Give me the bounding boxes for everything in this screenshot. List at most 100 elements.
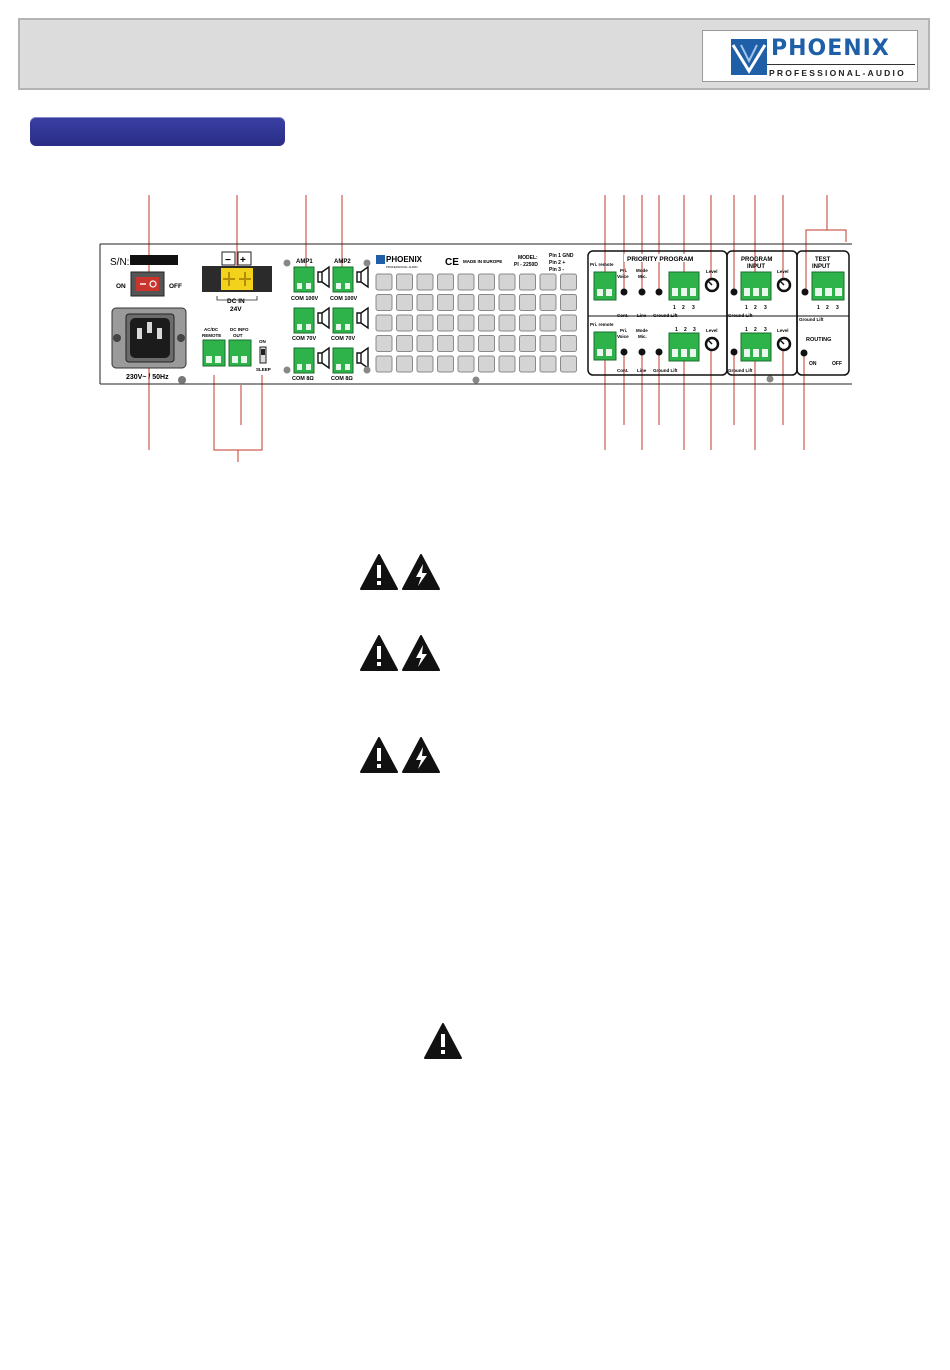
- vent-slot: [519, 294, 536, 311]
- vent-slot: [539, 314, 557, 332]
- amp1-8ohm-terminal[interactable]: [293, 347, 315, 374]
- vent-slot: [375, 314, 393, 332]
- power-off-label: OFF: [169, 283, 182, 290]
- ground-lift-label-5: Ground Lift: [799, 317, 824, 322]
- vent-slot: [457, 273, 475, 291]
- dc-in-label: DC IN: [227, 298, 245, 305]
- vent-slot: [457, 314, 475, 332]
- pin-num-b1: 1: [675, 327, 678, 333]
- vent-slot: [396, 355, 413, 373]
- vent-slot: [416, 355, 434, 373]
- sleep-switch[interactable]: [259, 346, 267, 364]
- vent-slot: [560, 273, 577, 291]
- exclamation-icon: [360, 737, 398, 773]
- vent-slot: [519, 355, 536, 373]
- vent-slot: [437, 335, 454, 352]
- power-on-label: ON: [116, 283, 126, 290]
- ground-lift-label-1: Ground Lift: [653, 313, 678, 318]
- amp1-100v-terminal[interactable]: [293, 266, 315, 293]
- vent-slot: [396, 314, 413, 332]
- priority-input-terminal-1[interactable]: [668, 271, 700, 301]
- level-knobs[interactable]: [704, 277, 792, 352]
- dc-info-out-label-1: DC INFO: [230, 327, 249, 332]
- rear-panel-diagram: S/N: ON OFF 230V~ / 50Hz − + DC IN 24V: [99, 195, 852, 462]
- vent-slot: [457, 335, 475, 352]
- vent-slot: [375, 355, 393, 373]
- vent-slot: [416, 314, 434, 332]
- pri-remote-label-2: Pri. remote: [590, 322, 614, 327]
- panel-logo: PHOENIX: [386, 255, 423, 264]
- program-input-terminal-2[interactable]: [740, 332, 772, 362]
- vent-slot: [478, 355, 495, 373]
- sleep-on-label: ON: [259, 339, 266, 344]
- lightning-icon: [402, 635, 440, 671]
- amp1-output-8ohm-label: COM 8Ω: [292, 376, 314, 382]
- warning-symbols-3: [360, 737, 440, 773]
- vent-slot: [478, 314, 495, 332]
- amp2-70v-terminal[interactable]: [332, 307, 354, 334]
- pri-remote-terminal-1[interactable]: [593, 271, 617, 301]
- mic-label-1: Mic.: [638, 274, 647, 279]
- test-input-terminal[interactable]: [811, 271, 845, 301]
- vent-slot: [498, 355, 516, 373]
- dip-buttons[interactable]: [620, 288, 809, 357]
- ground-lift-label-3: Ground Lift: [728, 313, 753, 318]
- ground-lift-label-4: Ground Lift: [728, 368, 753, 373]
- vent-slot: [539, 294, 557, 311]
- vent-slot: [560, 294, 577, 311]
- vent-slot: [396, 335, 413, 352]
- panel-logo-mark: [376, 255, 385, 264]
- phoenix-logo-icon: [731, 39, 767, 75]
- vent-slot: [416, 335, 434, 352]
- vent-slot: [560, 314, 577, 332]
- dc-in-voltage: 24V: [230, 306, 242, 313]
- vent-slot: [539, 335, 557, 352]
- brand-tagline: PROFESSIONAL-AUDIO: [769, 68, 906, 78]
- amp2-label: AMP2: [334, 259, 351, 265]
- exclamation-icon: [424, 1023, 462, 1059]
- vent-slot: [560, 335, 577, 352]
- test-input-label-2: INPUT: [812, 264, 830, 270]
- amp1-70v-terminal[interactable]: [293, 307, 315, 334]
- serial-label: S/N:: [110, 257, 129, 268]
- mic-label-2: Mic.: [638, 334, 647, 339]
- model-label: MODEL:: [518, 255, 538, 261]
- test-input-frame: [796, 250, 850, 376]
- callout-lines-top: [148, 195, 847, 290]
- dc-info-out-terminal[interactable]: [228, 339, 252, 367]
- priority-program-title: PRIORITY PROGRAM: [627, 256, 693, 263]
- ce-mark: CE: [445, 257, 459, 268]
- vent-slot: [519, 314, 536, 332]
- pri-voice-label-2b: Voice: [617, 334, 629, 339]
- exclamation-icon: [360, 554, 398, 590]
- power-switch[interactable]: [130, 271, 165, 297]
- pri-voice-label-2a: Pri.: [620, 328, 627, 333]
- lightning-icon: [402, 554, 440, 590]
- amp2-100v-terminal[interactable]: [332, 266, 354, 293]
- vent-slot: [457, 355, 475, 373]
- vent-slot: [498, 294, 516, 311]
- mains-socket[interactable]: [111, 307, 187, 369]
- mains-label: 230V~ / 50Hz: [126, 374, 169, 381]
- program-input-label-2: INPUT: [747, 264, 765, 270]
- pin-3-label: Pin 3 -: [549, 267, 564, 273]
- dc-in-terminal[interactable]: [202, 251, 272, 292]
- pin-num-e1: 1: [817, 305, 820, 311]
- pri-remote-terminal-2[interactable]: [593, 331, 617, 361]
- vent-slot: [437, 294, 454, 311]
- level-label-1: Level: [706, 269, 718, 274]
- vent-slot: [396, 294, 413, 311]
- amp2-output-70v-label: COM 70V: [331, 336, 355, 342]
- chassis-screw: [178, 376, 186, 384]
- acdc-remote-terminal[interactable]: [202, 339, 226, 367]
- sleep-label: SLEEP: [256, 367, 271, 372]
- vent-slot: [375, 294, 393, 311]
- pin-num-d2: 2: [754, 327, 757, 333]
- pin-num-a1: 1: [673, 305, 676, 311]
- pri-voice-label-1b: Voice: [617, 274, 629, 279]
- amp2-8ohm-terminal[interactable]: [332, 347, 354, 374]
- program-input-terminal-1[interactable]: [740, 271, 772, 301]
- dc-minus-label: −: [225, 255, 231, 266]
- dc-plus-label: +: [240, 255, 246, 266]
- priority-input-terminal-2[interactable]: [668, 332, 700, 362]
